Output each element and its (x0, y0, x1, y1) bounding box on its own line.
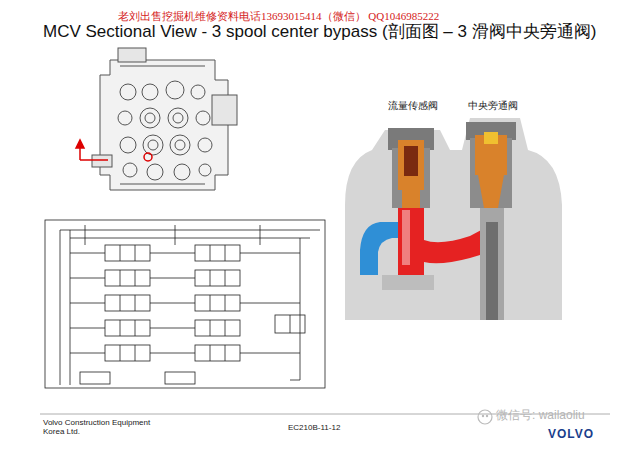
part-label: 中央旁通阀 (468, 100, 518, 112)
brand-logo: VOLVO (548, 428, 594, 442)
title-text: MCV Sectional View - 3 spool center bypa… (43, 22, 596, 42)
part-label: 流量传感阀 (388, 100, 438, 112)
company-name: Volvo Construction Equipment Korea Ltd. (43, 418, 167, 436)
watermark: 微信号: wailaoliu (496, 409, 585, 423)
watermark: 老刘出售挖掘机维修资料电话13693015414（微信） QQ104698522… (118, 10, 439, 23)
page-code: EC210B-11-12 (288, 423, 340, 432)
